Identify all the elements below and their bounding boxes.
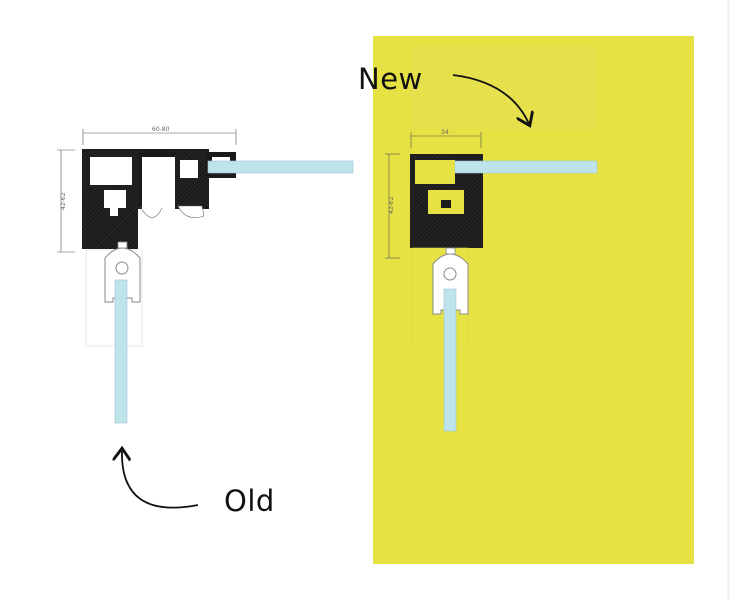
new-arrow [452, 74, 529, 124]
new-section: 34 42-62 [385, 129, 598, 432]
old-glass-clamp [85, 241, 143, 347]
old-width-dimension [82, 129, 237, 145]
new-glass-vertical [443, 288, 457, 432]
old-arrow [122, 450, 199, 509]
new-glass-clamp [411, 247, 469, 349]
new-label: New [358, 62, 423, 96]
new-height-dimension [385, 153, 400, 259]
page-edge [727, 0, 730, 600]
old-width-label: 60-80 [152, 126, 170, 133]
new-highlight-inner [410, 46, 598, 130]
old-label: Old [224, 484, 275, 518]
old-frame-profile [82, 149, 236, 249]
old-height-label: 42-62 [60, 192, 67, 210]
old-height-dimension [57, 149, 75, 253]
new-width-label: 34 [441, 129, 449, 136]
old-glass-vertical [114, 279, 128, 424]
new-height-label: 42-62 [388, 196, 395, 214]
old-glass-horizontal [207, 160, 354, 174]
new-width-dimension [410, 132, 482, 148]
old-section: 60-80 42-62 [57, 126, 354, 424]
new-glass-horizontal [454, 160, 598, 174]
